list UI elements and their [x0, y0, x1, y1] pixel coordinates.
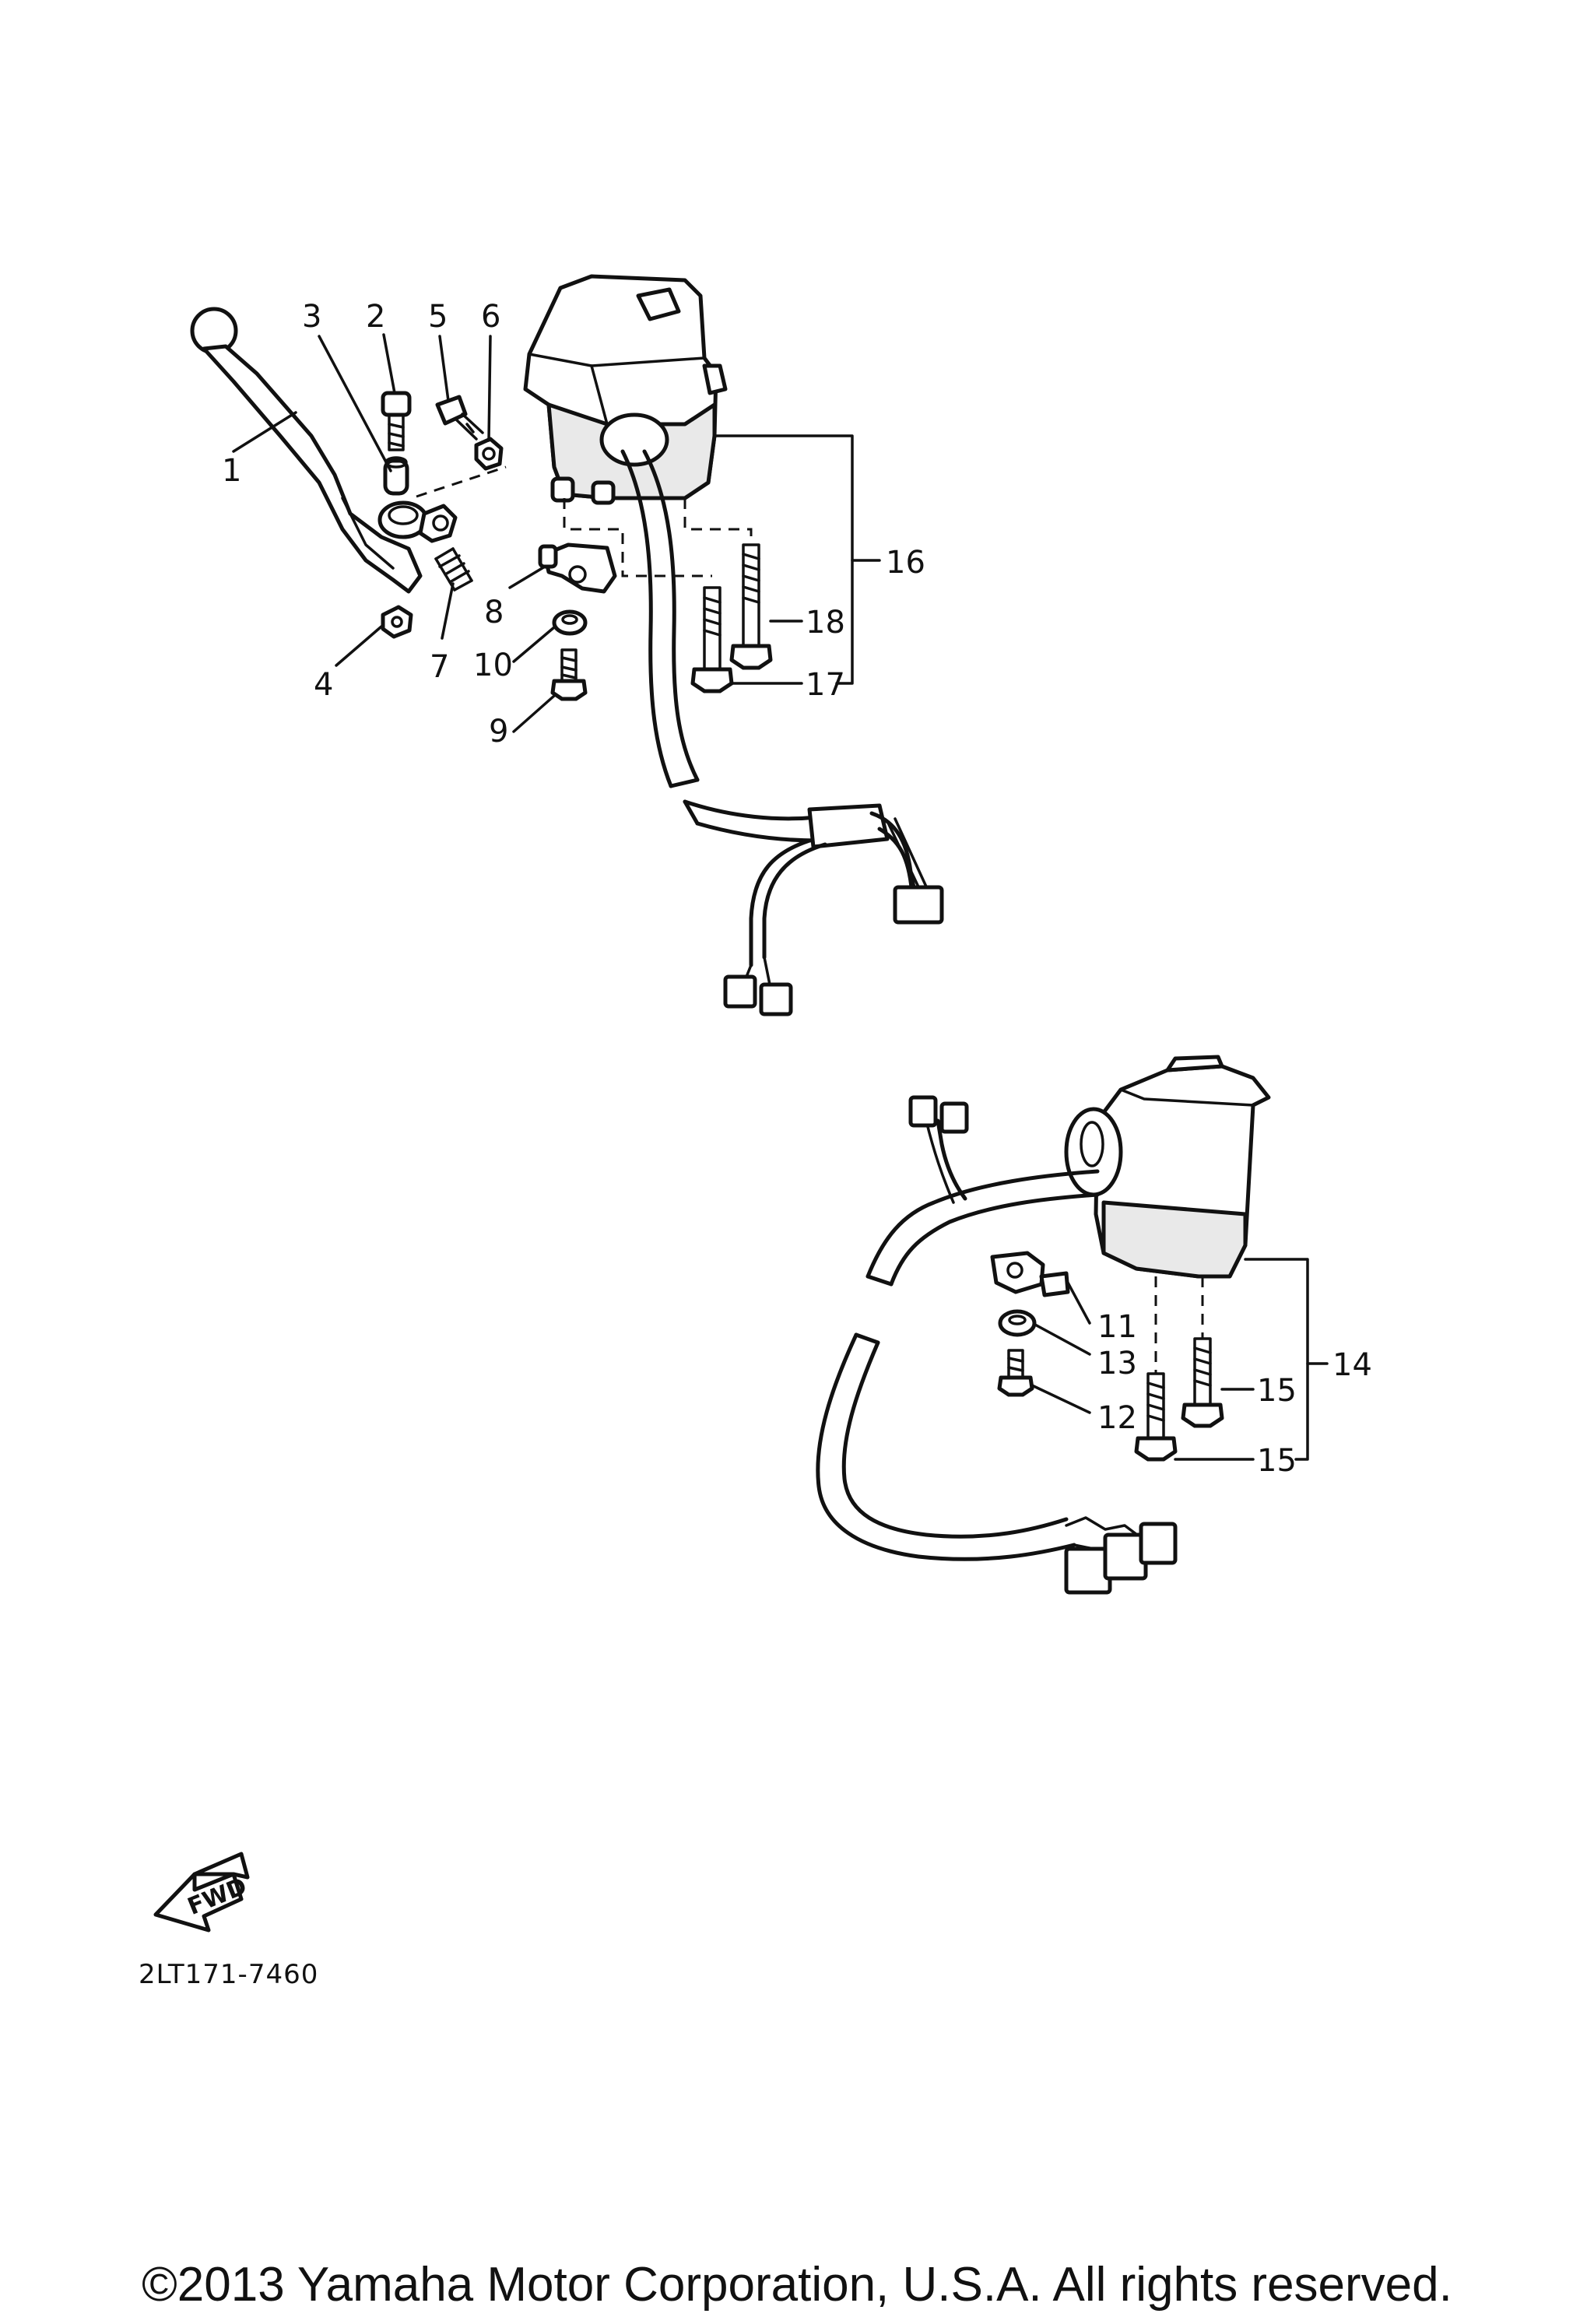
washer[interactable] — [552, 609, 588, 636]
pivot-bolt[interactable] — [381, 391, 412, 451]
leader — [1066, 1281, 1091, 1325]
callout-6: 6 — [481, 299, 500, 335]
callout-5: 5 — [428, 299, 448, 335]
lever-pivot-boss — [377, 500, 458, 543]
bracket-14 — [1244, 1258, 1309, 1461]
callout-15-upper: 15 — [1257, 1373, 1297, 1409]
callout-9: 9 — [489, 714, 508, 750]
callout-14: 14 — [1332, 1347, 1372, 1383]
callout-1: 1 — [222, 453, 241, 489]
leader — [438, 335, 450, 402]
leader — [441, 582, 455, 640]
callout-17: 17 — [806, 667, 845, 703]
leader — [512, 694, 556, 733]
clutch-lever[interactable] — [190, 307, 423, 594]
left-switch-housing[interactable] — [523, 274, 728, 505]
callout-18: 18 — [806, 605, 845, 641]
housing-screw-17[interactable] — [690, 586, 734, 693]
leader — [232, 411, 297, 453]
washer-13[interactable] — [998, 1309, 1037, 1337]
copyright-notice: ©2013 Yamaha Motor Corporation, U.S.A. A… — [142, 2258, 1452, 2312]
guide-line — [683, 498, 753, 545]
right-switch-housing[interactable] — [1064, 1055, 1271, 1279]
callout-15-lower: 15 — [1257, 1443, 1297, 1479]
clutch-switch[interactable] — [538, 542, 617, 594]
leader — [335, 625, 383, 667]
locknut[interactable] — [474, 437, 504, 471]
switch-screw[interactable] — [550, 648, 588, 701]
callout-7: 7 — [430, 649, 449, 685]
leader — [487, 335, 492, 442]
callout-11: 11 — [1097, 1309, 1137, 1345]
callout-8: 8 — [484, 595, 504, 630]
leader — [512, 626, 556, 663]
callout-3: 3 — [302, 299, 321, 335]
leader — [318, 335, 392, 472]
callout-13: 13 — [1097, 1346, 1137, 1381]
switch-screw-12[interactable] — [997, 1349, 1034, 1397]
right-wire-harness — [816, 1095, 1178, 1595]
adjust-screw[interactable] — [435, 395, 484, 441]
forward-arrow-icon: FWD — [153, 1852, 251, 1933]
front-brake-switch[interactable] — [990, 1251, 1070, 1297]
callout-16: 16 — [886, 545, 925, 581]
callout-10: 10 — [473, 648, 513, 683]
callout-2: 2 — [366, 299, 385, 335]
nut[interactable] — [381, 605, 413, 639]
guide-line — [563, 498, 712, 577]
leader — [382, 333, 396, 395]
callout-12: 12 — [1097, 1400, 1137, 1436]
housing-screw-15-upper[interactable] — [1181, 1337, 1224, 1428]
callout-4: 4 — [314, 667, 333, 703]
housing-screw-15-lower[interactable] — [1134, 1372, 1178, 1462]
diagram-code: 2LT171-7460 — [139, 1959, 318, 1990]
housing-screw-18[interactable] — [729, 543, 773, 670]
collar[interactable] — [383, 456, 409, 496]
left-wire-harness — [620, 449, 944, 1016]
alignment-line — [416, 465, 507, 498]
leader — [1034, 1323, 1091, 1356]
leader — [1030, 1384, 1091, 1414]
leader — [508, 565, 546, 589]
